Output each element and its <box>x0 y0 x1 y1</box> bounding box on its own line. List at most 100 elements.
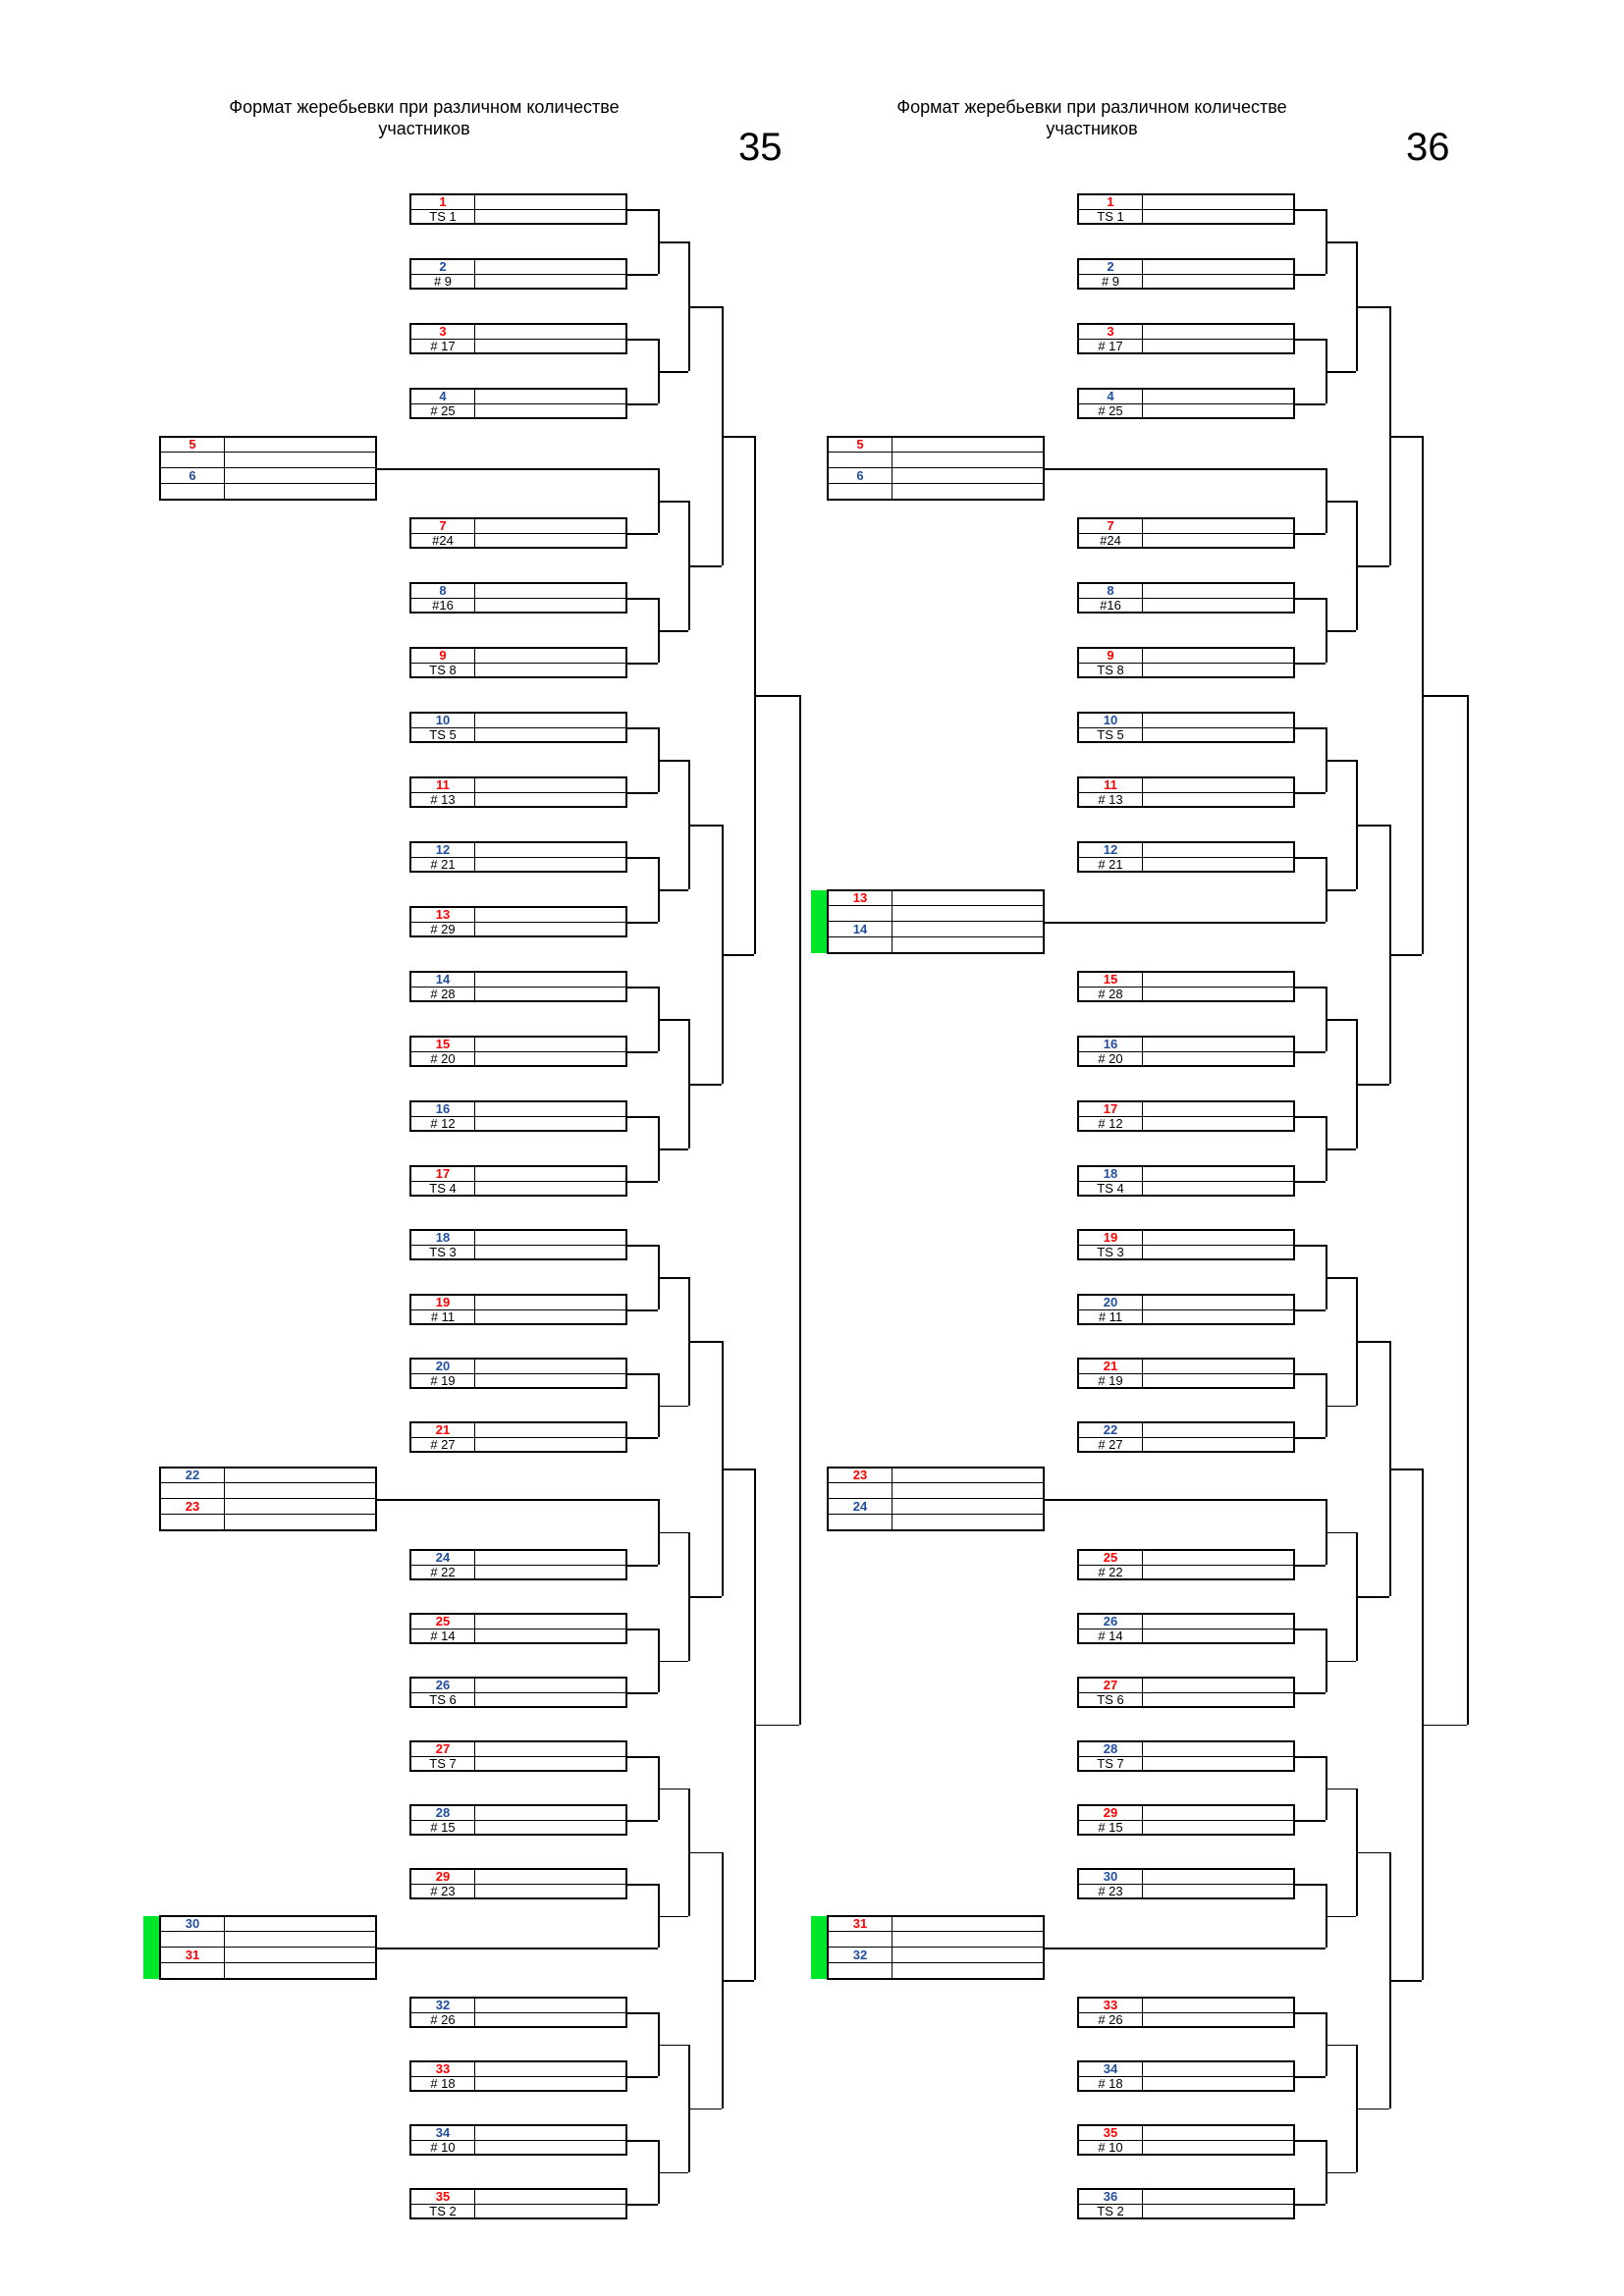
bracket-slot[interactable]: 11# 13 <box>409 776 627 808</box>
bracket-slot[interactable]: 29# 15 <box>1077 1804 1295 1836</box>
bracket-slot[interactable]: 17# 12 <box>1077 1100 1295 1132</box>
slot-number: 36 <box>1103 2189 1118 2204</box>
bracket-slot[interactable]: 12# 21 <box>1077 841 1295 873</box>
bracket-slot[interactable]: 8#16 <box>409 582 627 614</box>
bracket-slot[interactable]: 21# 19 <box>1077 1358 1295 1389</box>
bracket-slot[interactable]: 12# 21 <box>409 841 627 873</box>
bracket-slot[interactable]: 2# 9 <box>1077 258 1295 290</box>
slot-number: 27 <box>435 1741 451 1756</box>
slot-divider <box>411 403 625 404</box>
slot-number: 11 <box>436 777 450 792</box>
bracket-slot[interactable]: 26# 14 <box>1077 1613 1295 1644</box>
bracket-slot[interactable]: 13# 29 <box>409 906 627 937</box>
bracket-slot[interactable]: 22# 27 <box>1077 1421 1295 1453</box>
prelim-number-a: 5 <box>856 437 864 452</box>
bracket-line <box>1295 987 1326 988</box>
slot-divider <box>411 1756 625 1757</box>
slot-divider <box>1079 1437 1293 1438</box>
bracket-slot[interactable]: 7#24 <box>409 517 627 549</box>
slot-seed: # 22 <box>1098 1565 1123 1579</box>
bracket-line <box>688 565 722 567</box>
bracket-line <box>688 1084 722 1086</box>
slot-seed: # 23 <box>1098 1884 1123 1898</box>
slot-seed: # 18 <box>1098 2076 1123 2091</box>
slot-divider <box>411 2140 625 2141</box>
slot-number: 21 <box>435 1422 451 1437</box>
bracket-slot[interactable]: 32# 26 <box>409 1997 627 2028</box>
slot-divider <box>1079 2076 1293 2077</box>
bracket-slot[interactable]: 11# 13 <box>1077 776 1295 808</box>
bracket-slot[interactable]: 8#16 <box>1077 582 1295 614</box>
slot-divider <box>829 905 1043 906</box>
slot-number: 1 <box>439 194 447 209</box>
bracket-slot[interactable]: 7#24 <box>1077 517 1295 549</box>
bracket-slot[interactable]: 4# 25 <box>409 388 627 419</box>
bracket-line <box>1045 922 1326 924</box>
bracket-slot[interactable]: 2# 9 <box>409 258 627 290</box>
bracket-slot[interactable]: 33# 26 <box>1077 1997 1295 2028</box>
slot-number: 9 <box>1107 648 1114 663</box>
slot-divider <box>892 891 893 952</box>
bracket-slot[interactable]: 33# 18 <box>409 2060 627 2092</box>
bracket-slot[interactable]: 24# 22 <box>409 1549 627 1580</box>
bracket-slot[interactable]: 30# 23 <box>1077 1868 1295 1899</box>
slot-seed: #24 <box>432 533 454 548</box>
bracket-slot[interactable]: 35# 10 <box>1077 2124 1295 2156</box>
bracket-slot[interactable]: 34# 18 <box>1077 2060 1295 2092</box>
bracket-slot[interactable]: 14# 28 <box>409 971 627 1002</box>
bracket-slot[interactable]: 21# 27 <box>409 1421 627 1453</box>
slot-divider <box>1079 339 1293 340</box>
bracket-slot[interactable]: 25# 14 <box>409 1613 627 1644</box>
bracket-slot[interactable]: 16# 20 <box>1077 1036 1295 1067</box>
bracket-slot[interactable]: 3# 17 <box>409 323 627 354</box>
bracket-line <box>627 403 658 405</box>
bracket-slot[interactable]: 15# 28 <box>1077 971 1295 1002</box>
bracket-line <box>627 1309 658 1311</box>
bracket-slot[interactable]: 4# 25 <box>1077 388 1295 419</box>
bracket-line <box>1295 2204 1326 2206</box>
bracket-slot[interactable]: 29# 23 <box>409 1868 627 1899</box>
bracket-slot[interactable]: 20# 11 <box>1077 1294 1295 1325</box>
bracket-slot[interactable]: 20# 19 <box>409 1358 627 1389</box>
bracket-slot[interactable]: 28# 15 <box>409 1804 627 1836</box>
bracket-slot[interactable]: 3# 17 <box>1077 323 1295 354</box>
slot-divider <box>411 2012 625 2013</box>
slot-divider <box>829 1962 1043 1963</box>
bracket-slot[interactable]: 15# 20 <box>409 1036 627 1067</box>
slot-number: 19 <box>1103 1230 1118 1245</box>
bracket-line <box>1295 1565 1326 1567</box>
bracket-slot[interactable]: 16# 12 <box>409 1100 627 1132</box>
bracket-line <box>627 1629 658 1630</box>
slot-number: 13 <box>435 907 451 922</box>
bracket-slot[interactable]: 34# 10 <box>409 2124 627 2156</box>
bracket-slot[interactable]: 25# 22 <box>1077 1549 1295 1580</box>
bracket-slot[interactable]: 19# 11 <box>409 1294 627 1325</box>
slot-divider <box>411 209 625 210</box>
bracket-line <box>1422 695 1467 697</box>
bracket-line <box>1295 1692 1326 1694</box>
slot-seed: # 27 <box>1098 1437 1123 1452</box>
